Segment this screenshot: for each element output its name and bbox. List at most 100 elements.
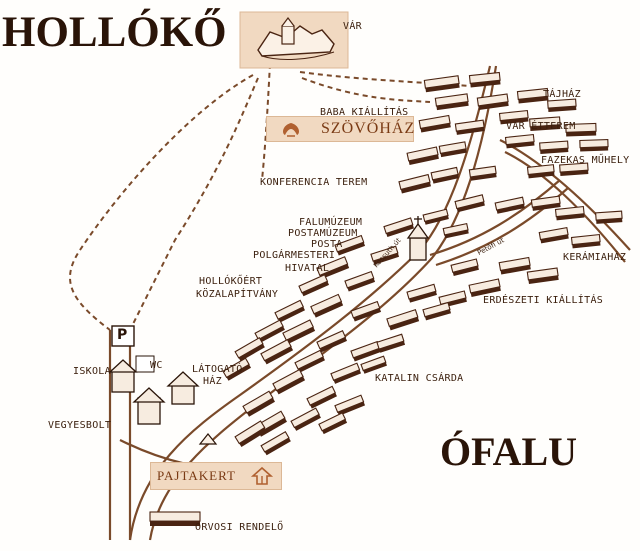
- house: [274, 299, 305, 323]
- grocery-building: [132, 387, 166, 425]
- house: [526, 164, 555, 179]
- potter-workshop-label[interactable]: FAZEKAS MŰHELY: [541, 155, 630, 166]
- house: [430, 166, 459, 184]
- house: [306, 385, 337, 409]
- house: [454, 119, 485, 135]
- castle-restaurant-label[interactable]: VÁR ÉTTEREM: [506, 121, 576, 132]
- east-road-north: [499, 139, 631, 251]
- ceramics-house-label[interactable]: KERÁMIAHÁZ: [563, 252, 627, 263]
- map-title: HOLLÓKŐ: [2, 9, 227, 56]
- visitor-center-label-line2[interactable]: HÁZ: [203, 376, 222, 387]
- foundation-label-line2[interactable]: KÖZALAPÍTVÁNY: [196, 289, 279, 300]
- house: [418, 114, 451, 133]
- house: [516, 87, 549, 104]
- house: [334, 234, 366, 256]
- house: [310, 293, 344, 318]
- kossuth-road-east-edge: [148, 65, 498, 541]
- house: [272, 368, 306, 395]
- house: [498, 256, 531, 275]
- house: [330, 362, 362, 384]
- house: [570, 233, 601, 249]
- postal-museum-label[interactable]: POSTAMÚZEUM: [288, 228, 358, 239]
- house: [559, 162, 589, 176]
- house: [290, 407, 321, 431]
- house: [344, 270, 376, 292]
- parking-label[interactable]: P: [117, 327, 128, 343]
- village-museum-label[interactable]: FALUMÚZEUM: [299, 217, 363, 228]
- visitor-center-label-line1[interactable]: LÁTOGATÓ: [192, 364, 243, 375]
- doll-exhibition-label[interactable]: BABA KIÁLLÍTÁS: [320, 107, 409, 118]
- house: [547, 98, 577, 112]
- doctor-office-label[interactable]: ORVOSI RENDELŐ: [195, 522, 284, 533]
- house: [318, 412, 348, 435]
- foundation-label-line1[interactable]: HOLLÓKŐÉRT: [199, 276, 263, 287]
- house: [494, 196, 525, 214]
- house: [260, 338, 294, 365]
- house: [282, 319, 316, 344]
- weaving-house-label: SZÖVŐHÁZ: [321, 120, 416, 137]
- house: [370, 245, 400, 265]
- office-label[interactable]: HIVATAL: [285, 263, 330, 274]
- katalin-inn-label[interactable]: KATALIN CSÁRDA: [375, 373, 464, 384]
- house: [294, 349, 325, 373]
- barn-garden-sign[interactable]: PAJTAKERT: [150, 462, 282, 490]
- school-building: [108, 359, 138, 393]
- conference-hall-label[interactable]: KONFERENCIA TEREM: [260, 177, 368, 188]
- house: [406, 283, 437, 303]
- house: [434, 93, 469, 111]
- weaving-house-sign[interactable]: SZÖVŐHÁZ: [266, 116, 414, 142]
- house: [450, 258, 479, 276]
- gate-marker: [198, 433, 218, 445]
- house: [526, 267, 559, 285]
- house: [498, 109, 529, 125]
- house: [579, 138, 609, 152]
- forestry-exhibition-label[interactable]: ERDÉSZETI KIÁLLÍTÁS: [483, 295, 604, 306]
- house: [316, 256, 350, 280]
- mayor-office-label[interactable]: POLGÁRMESTERI: [253, 250, 336, 261]
- footpath-north: [299, 71, 471, 87]
- house: [422, 208, 449, 225]
- grocery-label[interactable]: VEGYESBOLT: [48, 420, 112, 431]
- house: [242, 390, 275, 417]
- kossuth-road-west-edge: [128, 65, 492, 541]
- house: [260, 430, 291, 456]
- house: [234, 336, 265, 362]
- barn-emblem-icon: [250, 466, 274, 485]
- house: [538, 227, 569, 244]
- house: [376, 333, 406, 353]
- petofi-road-north-edge: [429, 179, 561, 257]
- houses: [149, 71, 623, 526]
- house: [334, 394, 366, 416]
- house: [383, 217, 415, 238]
- parking-icon: [111, 325, 135, 347]
- house: [476, 93, 509, 111]
- wc-label[interactable]: WC: [150, 360, 163, 371]
- footpath-north-2: [301, 77, 431, 103]
- footpath-middle: [129, 77, 259, 331]
- east-road-south: [504, 151, 626, 263]
- house: [554, 205, 585, 221]
- visitor-center-building: [166, 371, 200, 405]
- house: [565, 122, 597, 137]
- post-office-label[interactable]: POSTA: [311, 239, 343, 250]
- house: [386, 308, 420, 331]
- house: [423, 75, 460, 93]
- footpath-west: [69, 74, 254, 331]
- castle-label[interactable]: VÁR: [343, 21, 362, 32]
- house: [454, 194, 485, 213]
- house: [539, 140, 569, 154]
- house: [222, 357, 252, 381]
- school-label[interactable]: ISKOLA: [73, 366, 111, 377]
- country-house-label[interactable]: TÁJHÁZ: [543, 89, 581, 100]
- district-label: ÓFALU: [440, 429, 578, 474]
- house: [350, 300, 382, 322]
- house: [468, 278, 501, 297]
- house: [504, 133, 535, 149]
- house: [422, 301, 452, 321]
- house: [468, 71, 501, 88]
- house: [254, 319, 285, 343]
- house: [442, 222, 469, 239]
- house: [529, 116, 561, 132]
- weaving-emblem-icon: [283, 123, 299, 137]
